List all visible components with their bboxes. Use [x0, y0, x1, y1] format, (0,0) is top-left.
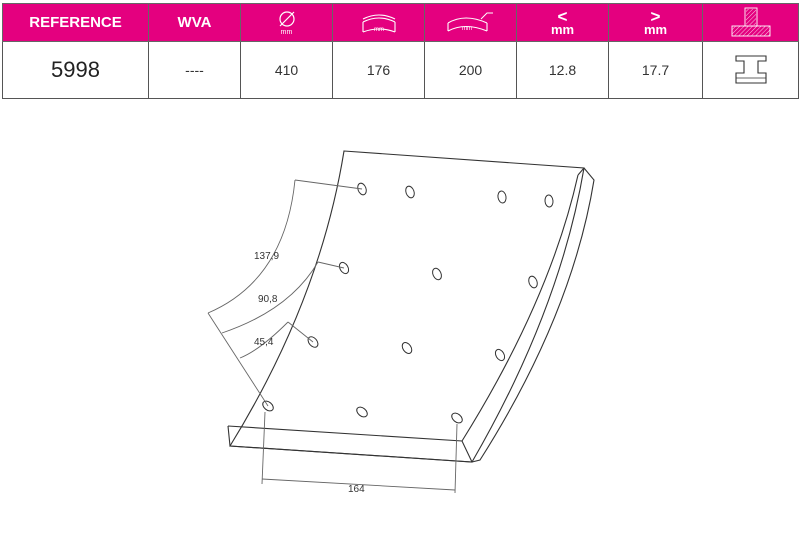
- header-max-thickness: > mm: [608, 3, 703, 42]
- reference-value: 5998: [51, 57, 100, 82]
- rivet-hole: [497, 190, 507, 204]
- dimension-labels: 137,9 90,8 45,4 164: [254, 251, 365, 495]
- lining-length-icon: mm: [446, 12, 493, 32]
- header-min-thickness: < mm: [516, 3, 609, 42]
- rivet-cell: [702, 41, 799, 99]
- brake-lining-drawing: 137,9 90,8 45,4 164: [207, 150, 595, 495]
- width-value: 176: [366, 62, 391, 78]
- brake-lining: [227, 150, 595, 463]
- dimension-label: 45,4: [254, 337, 274, 348]
- rivet-type-icon: [731, 7, 770, 36]
- header-reference: REFERENCE: [2, 3, 149, 42]
- rivet-profile-icon: [734, 55, 767, 84]
- wva-value: ----: [185, 62, 204, 78]
- svg-text:mm: mm: [462, 26, 472, 32]
- rivet-hole: [494, 348, 506, 362]
- diameter-value: 410: [274, 62, 299, 78]
- header-rivet: [702, 3, 799, 42]
- rivet-hole: [356, 406, 368, 418]
- dimension-label: 164: [348, 484, 365, 495]
- min-thickness-cell: 12.8: [516, 41, 609, 99]
- header-width: mm: [332, 3, 425, 42]
- diameter-icon: [278, 11, 295, 27]
- rivet-hole: [528, 275, 538, 289]
- min-symbol: <: [557, 7, 568, 26]
- rivet-hole: [432, 267, 442, 281]
- rivet-hole: [401, 342, 413, 354]
- rivet-hole: [451, 412, 463, 424]
- wva-cell: ----: [148, 41, 241, 99]
- rivet-hole: [405, 185, 415, 199]
- max-unit: mm: [643, 22, 668, 37]
- min-thickness-value: 12.8: [548, 62, 577, 78]
- max-symbol: >: [650, 7, 661, 26]
- max-thickness-value: 17.7: [641, 62, 670, 78]
- reference-cell: 5998: [2, 41, 149, 99]
- max-thickness-cell: 17.7: [608, 41, 703, 99]
- diameter-cell: 410: [240, 41, 333, 99]
- length-cell: 200: [424, 41, 517, 99]
- dimension-label: 90,8: [258, 294, 278, 305]
- header-length: mm: [424, 3, 517, 42]
- header-diameter: mm: [240, 3, 333, 42]
- diameter-unit: mm: [280, 29, 293, 36]
- lining-width-icon: mm: [361, 13, 396, 33]
- header-wva: WVA: [148, 3, 241, 42]
- width-cell: 176: [332, 41, 425, 99]
- length-value: 200: [458, 62, 483, 78]
- dimension-label: 137,9: [254, 251, 279, 262]
- dimension-lines: [207, 179, 458, 494]
- values-row: 5998 ---- 410 176 200 12.8 17.7: [2, 41, 799, 99]
- spec-table: REFERENCE WVA mm mm: [2, 3, 799, 99]
- header-row: REFERENCE WVA mm mm: [2, 3, 799, 42]
- min-unit: mm: [550, 22, 575, 37]
- rivet-hole: [544, 194, 554, 208]
- svg-text:mm: mm: [374, 27, 384, 33]
